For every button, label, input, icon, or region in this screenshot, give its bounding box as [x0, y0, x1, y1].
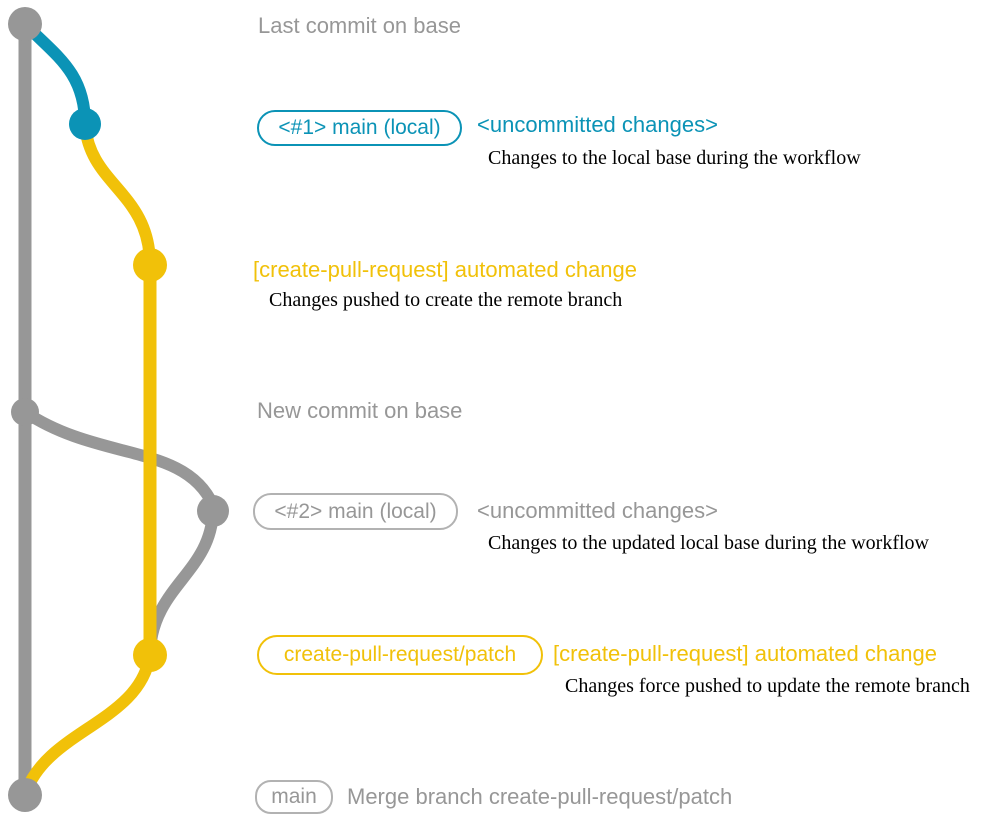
commit-dot-last-base — [8, 7, 42, 41]
merge-curve-patch-to-main — [20, 653, 156, 795]
branch-curve-pr-create — [79, 123, 156, 266]
heading-automated-change-2: [create-pull-request] automated change — [553, 641, 938, 666]
desc-uncommitted-changes-2: Changes to the updated local base during… — [488, 532, 929, 554]
badge-main: main — [255, 780, 333, 814]
commit-dot-uncommitted-2 — [197, 495, 229, 527]
desc-automated-change-1: Changes pushed to create the remote bran… — [269, 289, 623, 311]
label-last-commit-on-base: Last commit on base — [258, 13, 461, 38]
desc-automated-change-2: Changes force pushed to update the remot… — [565, 675, 970, 697]
desc-uncommitted-changes-1: Changes to the local base during the wor… — [488, 147, 861, 169]
commit-dot-uncommitted-1 — [69, 108, 101, 140]
badge-main-local-1: <#1> main (local) — [257, 110, 462, 146]
branch-curve-uncommitted-2-out — [21, 407, 219, 508]
badge-create-pull-request-patch: create-pull-request/patch — [257, 635, 543, 675]
commit-dot-pr-change-2 — [133, 638, 167, 672]
heading-automated-change-1: [create-pull-request] automated change — [253, 257, 638, 282]
label-merge-branch: Merge branch create-pull-request/patch — [347, 784, 733, 809]
label-new-commit-on-base: New commit on base — [257, 398, 463, 423]
heading-uncommitted-changes-1: <uncommitted changes> — [477, 112, 718, 137]
commit-dot-pr-change-1 — [133, 248, 167, 282]
heading-uncommitted-changes-2: <uncommitted changes> — [477, 498, 718, 523]
commit-dot-new-base — [11, 398, 39, 426]
branch-curve-uncommitted-1 — [20, 19, 91, 125]
branch-curve-rebase-to-patch — [144, 510, 219, 651]
commit-dot-merge — [8, 778, 42, 812]
badge-main-local-2: <#2> main (local) — [253, 493, 458, 530]
